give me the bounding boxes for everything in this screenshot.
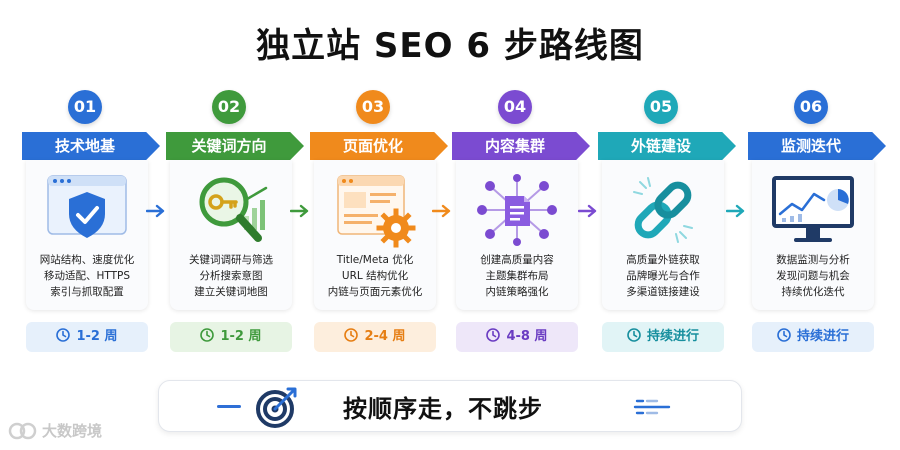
step-5-duration: 持续进行 bbox=[602, 322, 724, 352]
step-4-duration: 4-8 周 bbox=[456, 322, 578, 352]
decorative-dash bbox=[217, 405, 241, 408]
step-3: 03 页面优化 Title/Meta 优化 URL 结构优化 内链与页面元素优化… bbox=[310, 88, 448, 358]
step-1-title: 技术地基 bbox=[22, 132, 160, 160]
content-cluster-icon bbox=[477, 174, 557, 246]
step-1-card: 网站结构、速度优化 移动适配、HTTPS 索引与抓取配置 bbox=[26, 160, 148, 310]
step-3-title: 页面优化 bbox=[310, 132, 448, 160]
step-4: 04 内容集群 创建高质量内容 主题集群布局 内链策略强化 4-8 周 bbox=[452, 88, 590, 358]
step-6-number: 06 bbox=[794, 90, 828, 124]
step-5: 05 外链建设 高质量外链获取 品牌曝光与合作 多渠道链接建设 持续进行 bbox=[598, 88, 736, 358]
step-3-description: Title/Meta 优化 URL 结构优化 内链与页面元素优化 bbox=[327, 254, 423, 298]
step-6-duration: 持续进行 bbox=[752, 322, 874, 352]
step-6: 06 监测迭代 数据监测与分析 发现问题与机会 持续优化迭代 持续进行 bbox=[748, 88, 886, 358]
step-4-description: 创建高质量内容 主题集群布局 内链策略强化 bbox=[480, 254, 554, 298]
step-2-description: 关键词调研与筛选 分析搜索意图 建立关键词地图 bbox=[189, 254, 273, 298]
footer-callout: 按顺序走，不跳步 bbox=[158, 380, 742, 432]
watermark-logo-icon bbox=[8, 422, 37, 439]
footer-text: 按顺序走，不跳步 bbox=[343, 395, 543, 423]
decorative-lines-icon bbox=[633, 399, 671, 415]
step-5-title: 外链建设 bbox=[598, 132, 736, 160]
step-1: 01 技术地基 网站结构、速度优化 移动适配、HTTPS 索引与抓取配置 1-2… bbox=[22, 88, 160, 358]
step-3-number: 03 bbox=[356, 90, 390, 124]
step-6-title: 监测迭代 bbox=[748, 132, 886, 160]
arrow-right-icon bbox=[578, 204, 597, 218]
clock-icon bbox=[56, 328, 71, 342]
page-gear-icon bbox=[337, 175, 416, 248]
step-5-number: 05 bbox=[644, 90, 678, 124]
step-2-card: 关键词调研与筛选 分析搜索意图 建立关键词地图 bbox=[170, 160, 292, 310]
step-1-description: 网站结构、速度优化 移动适配、HTTPS 索引与抓取配置 bbox=[39, 254, 135, 298]
step-6-description: 数据监测与分析 发现问题与机会 持续优化迭代 bbox=[776, 254, 850, 298]
arrow-right-icon bbox=[726, 204, 745, 218]
arrow-right-icon bbox=[432, 204, 451, 218]
step-3-card: Title/Meta 优化 URL 结构优化 内链与页面元素优化 bbox=[314, 160, 436, 310]
arrow-right-icon bbox=[290, 204, 309, 218]
step-1-duration: 1-2 周 bbox=[26, 322, 148, 352]
step-4-number: 04 bbox=[498, 90, 532, 124]
step-4-title: 内容集群 bbox=[452, 132, 590, 160]
monitor-chart-icon bbox=[772, 176, 854, 242]
clock-icon bbox=[200, 328, 215, 342]
step-5-card: 高质量外链获取 品牌曝光与合作 多渠道链接建设 bbox=[602, 160, 724, 310]
chain-link-icon bbox=[633, 177, 693, 243]
page-title: 独立站 SEO 6 步路线图 bbox=[256, 26, 644, 66]
clock-icon bbox=[486, 328, 501, 342]
step-1-number: 01 bbox=[68, 90, 102, 124]
clock-icon bbox=[627, 328, 641, 342]
key-magnifier-icon bbox=[199, 177, 268, 242]
arrow-right-icon bbox=[146, 204, 165, 218]
watermark: 大数跨境 bbox=[8, 420, 102, 444]
target-arrow-icon bbox=[256, 387, 297, 428]
step-3-duration: 2-4 周 bbox=[314, 322, 436, 352]
step-2-duration: 1-2 周 bbox=[170, 322, 292, 352]
step-5-description: 高质量外链获取 品牌曝光与合作 多渠道链接建设 bbox=[626, 254, 700, 298]
step-6-card: 数据监测与分析 发现问题与机会 持续优化迭代 bbox=[752, 160, 874, 310]
clock-icon bbox=[344, 328, 359, 342]
shield-check-icon bbox=[47, 175, 127, 238]
step-2: 02 关键词方向 关键词调研与筛选 分析搜索意图 建立关键词地图 1-2 周 bbox=[166, 88, 304, 358]
step-2-number: 02 bbox=[212, 90, 246, 124]
step-4-card: 创建高质量内容 主题集群布局 内链策略强化 bbox=[456, 160, 578, 310]
step-2-title: 关键词方向 bbox=[166, 132, 304, 160]
clock-icon bbox=[777, 328, 791, 342]
